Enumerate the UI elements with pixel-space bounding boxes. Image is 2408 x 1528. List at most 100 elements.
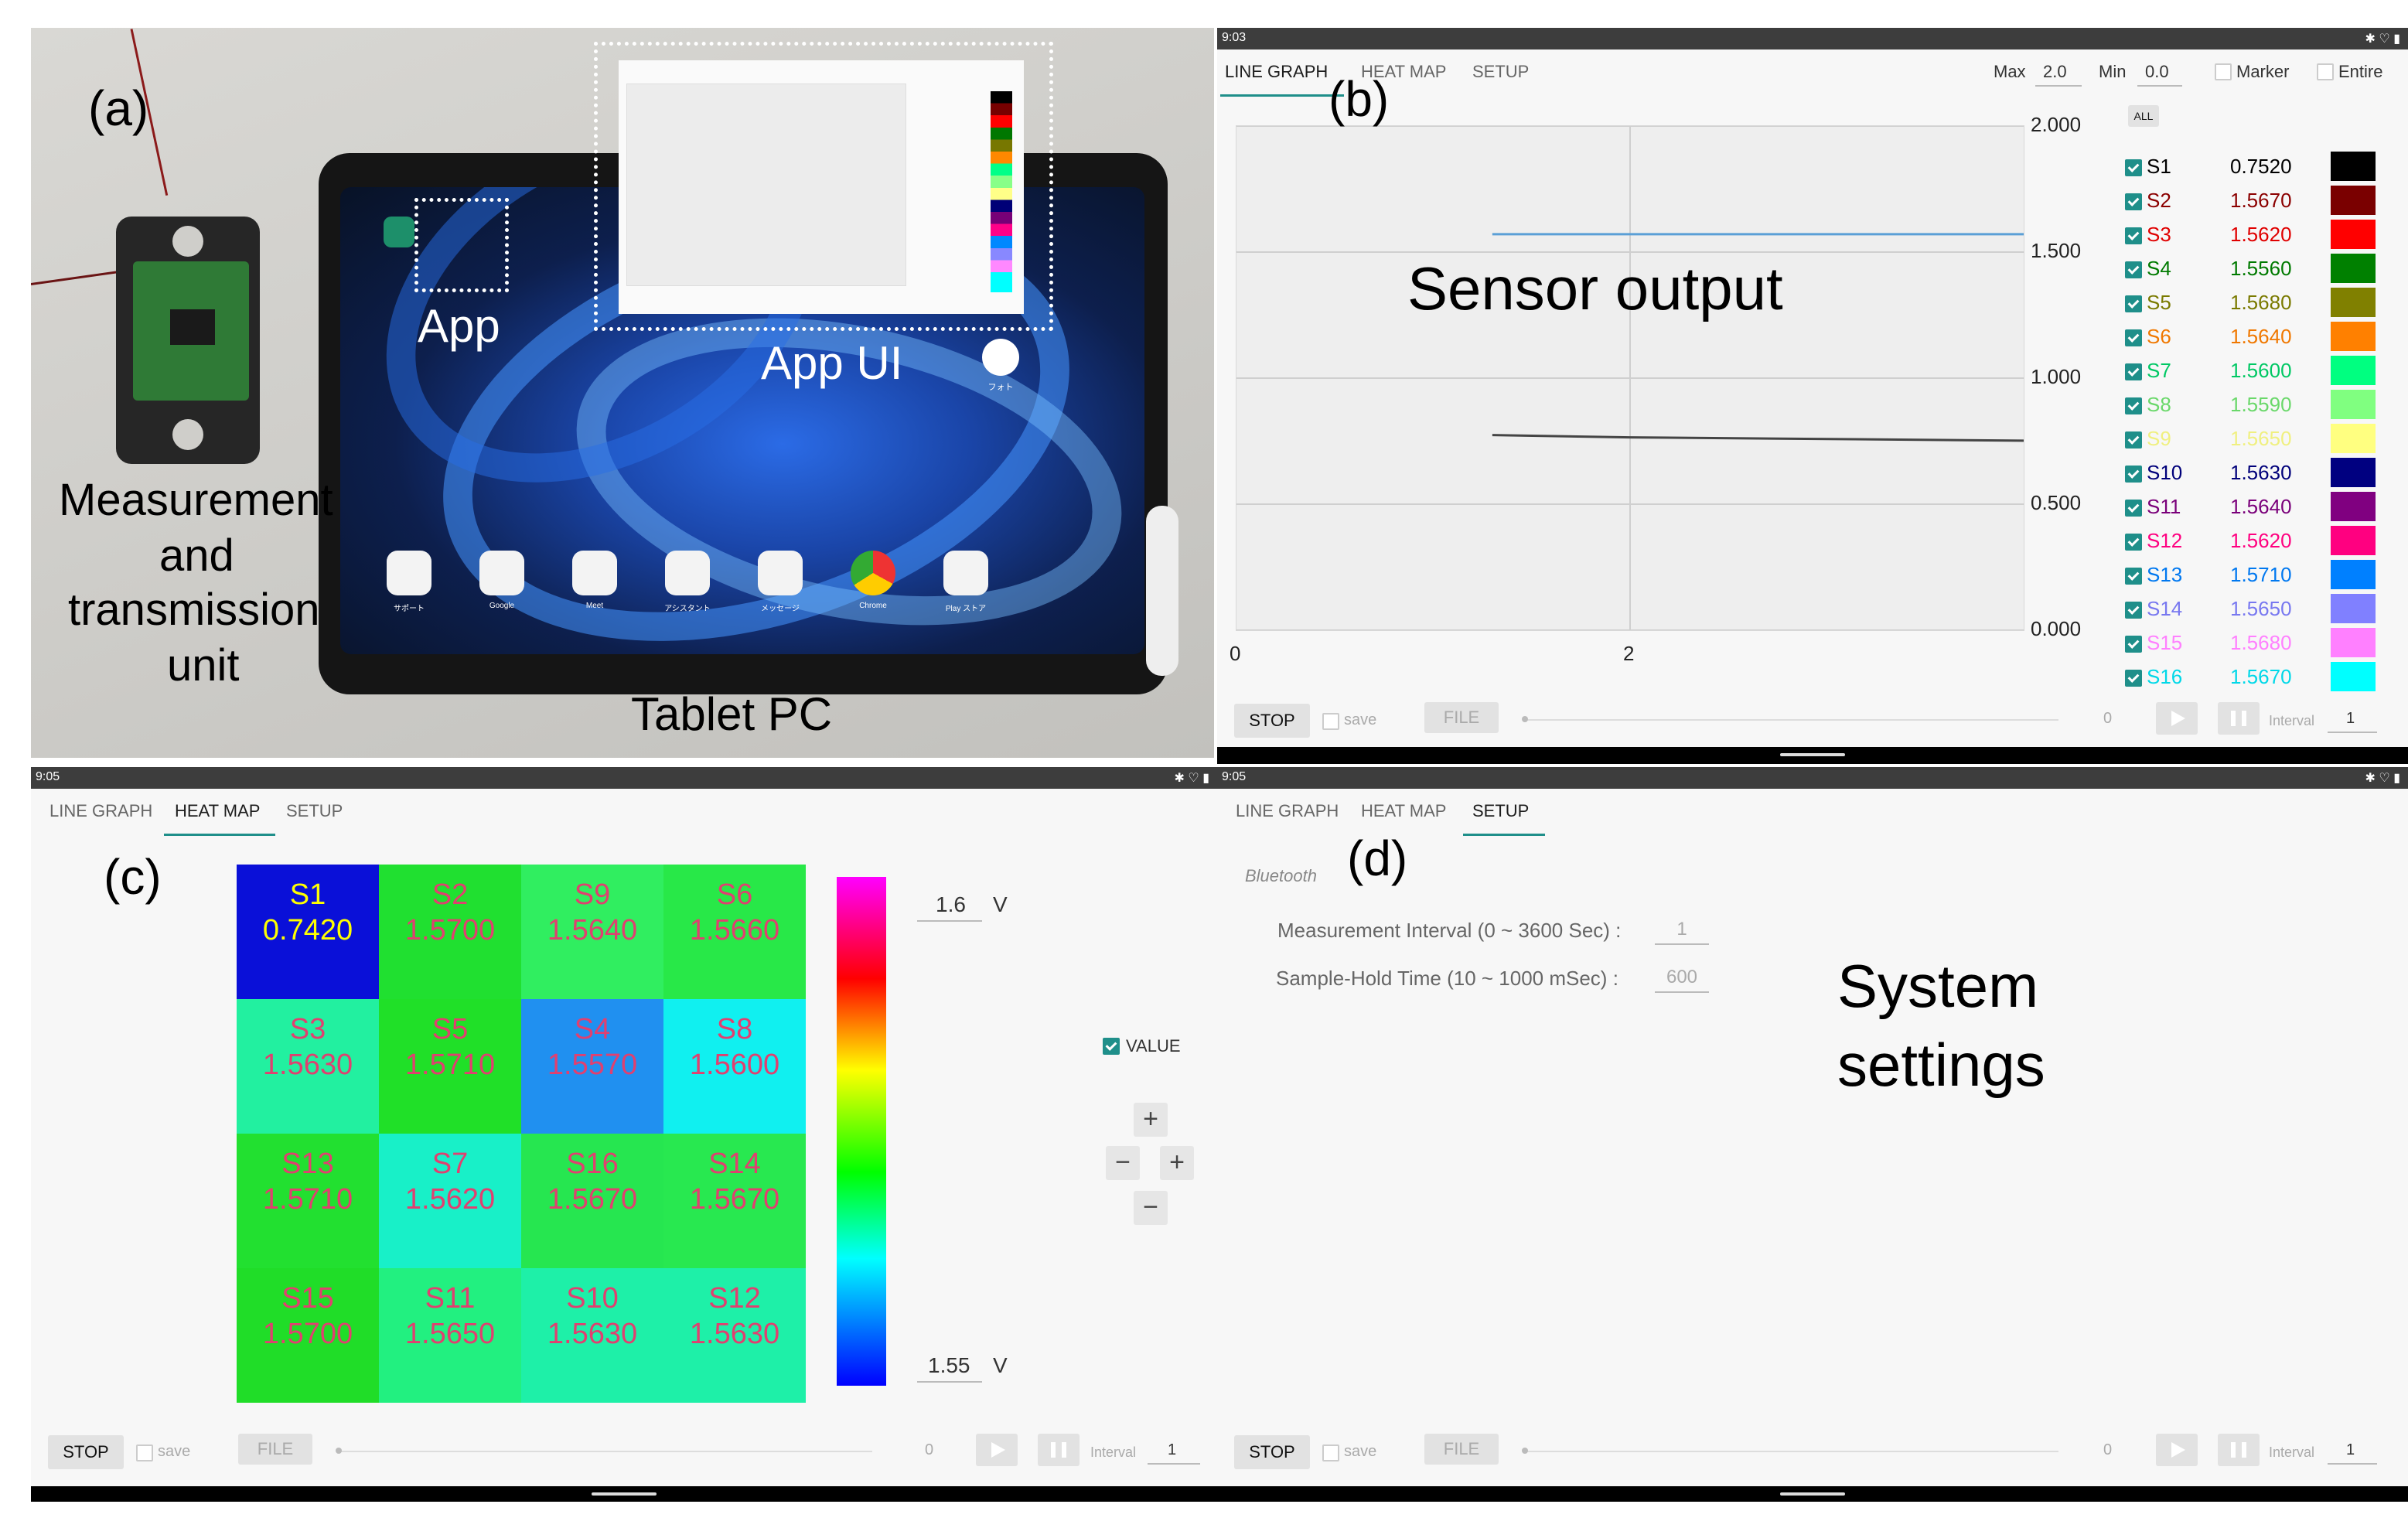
sample-hold-time-underline xyxy=(1655,991,1709,993)
stop-button[interactable]: STOP xyxy=(1234,704,1310,738)
tab-heat-map[interactable]: HEAT MAP xyxy=(1361,801,1447,820)
sensor-color-swatch xyxy=(2331,152,2376,181)
home-gesture-bar[interactable] xyxy=(1780,1492,1845,1496)
panel-label: (b) xyxy=(1328,71,1390,127)
sensor-checkbox[interactable] xyxy=(2125,363,2142,380)
heatmap-cell-name: S3 xyxy=(289,1013,326,1045)
sensor-checkbox[interactable] xyxy=(2125,397,2142,414)
heatmap-cell-name: S8 xyxy=(716,1013,753,1045)
app-launcher-icon[interactable] xyxy=(384,217,414,247)
progress-slider[interactable] xyxy=(1525,1451,2058,1452)
scale-minus-button[interactable]: − xyxy=(1106,1146,1140,1180)
photos-app-icon[interactable] xyxy=(982,339,1019,376)
sensor-checkbox[interactable] xyxy=(2125,261,2142,278)
stop-button[interactable]: STOP xyxy=(48,1435,124,1469)
bluetooth-label: Bluetooth xyxy=(1245,866,1317,885)
sensor-checkbox[interactable] xyxy=(2125,431,2142,449)
tab-setup[interactable]: SETUP xyxy=(286,801,343,820)
interval-input[interactable]: 1 xyxy=(1168,1441,1177,1458)
slider-thumb[interactable] xyxy=(1522,716,1528,722)
file-button[interactable]: FILE xyxy=(238,1434,312,1465)
play-store-app-icon[interactable] xyxy=(943,551,988,595)
sensor-checkbox[interactable] xyxy=(2125,227,2142,244)
file-button[interactable]: FILE xyxy=(1424,702,1499,733)
tab-setup[interactable]: SETUP xyxy=(1472,62,1530,81)
pause-button[interactable] xyxy=(2218,702,2260,735)
scale-min-input[interactable]: 1.55 xyxy=(928,1353,970,1377)
play-button[interactable] xyxy=(976,1434,1018,1466)
marker-checkbox[interactable] xyxy=(2215,63,2232,80)
sensor-checkbox[interactable] xyxy=(2125,568,2142,585)
assistant-app-icon[interactable] xyxy=(665,551,710,595)
min-input[interactable]: 0.0 xyxy=(2145,62,2169,81)
sensor-color-swatch xyxy=(2331,220,2376,249)
scale-max-input[interactable]: 1.6 xyxy=(936,892,966,916)
sensor-checkbox[interactable] xyxy=(2125,329,2142,346)
entire-label: Entire xyxy=(2338,62,2383,81)
tab-setup[interactable]: SETUP xyxy=(1472,801,1530,820)
messages-app-icon[interactable] xyxy=(758,551,803,595)
tab-heat-map[interactable]: HEAT MAP xyxy=(1361,62,1447,81)
sensor-checkbox[interactable] xyxy=(2125,159,2142,176)
sensor-checkbox[interactable] xyxy=(2125,295,2142,312)
sensor-checkbox[interactable] xyxy=(2125,670,2142,687)
select-all-button[interactable]: ALL xyxy=(2128,105,2159,127)
save-checkbox[interactable] xyxy=(1322,1444,1339,1461)
save-checkbox[interactable] xyxy=(1322,713,1339,730)
tab-heat-map[interactable]: HEAT MAP xyxy=(175,801,261,820)
measurement-interval-input[interactable]: 1 xyxy=(1676,919,1687,940)
scale-plus-button[interactable]: + xyxy=(1160,1146,1194,1180)
tab-line-graph[interactable]: LINE GRAPH xyxy=(1225,62,1328,81)
slider-thumb[interactable] xyxy=(1522,1448,1528,1454)
scale-min-minus-button[interactable]: − xyxy=(1134,1191,1168,1225)
sensor-color-swatch xyxy=(2331,458,2376,487)
tab-underline xyxy=(164,834,275,836)
sensor-checkbox[interactable] xyxy=(2125,466,2142,483)
play-button[interactable] xyxy=(2156,702,2198,735)
support-app-icon[interactable] xyxy=(387,551,431,595)
google-app-icon[interactable] xyxy=(479,551,524,595)
dock-label: Meet xyxy=(585,602,604,610)
pause-button[interactable] xyxy=(1038,1434,1080,1466)
meet-app-icon[interactable] xyxy=(572,551,617,595)
tab-line-graph[interactable]: LINE GRAPH xyxy=(1236,801,1339,820)
sensor-checkbox[interactable] xyxy=(2125,636,2142,653)
heatmap-cell-name: S9 xyxy=(574,878,611,911)
sensor-checkbox[interactable] xyxy=(2125,193,2142,210)
pause-button[interactable] xyxy=(2218,1434,2260,1466)
entire-checkbox[interactable] xyxy=(2317,63,2334,80)
home-gesture-bar[interactable] xyxy=(592,1492,657,1496)
save-checkbox[interactable] xyxy=(136,1444,153,1461)
sensor-checkbox[interactable] xyxy=(2125,500,2142,517)
status-bar: 9:05 ✱ ♡ ▮ xyxy=(31,767,1217,789)
stop-button[interactable]: STOP xyxy=(1234,1435,1310,1469)
interval-input[interactable]: 1 xyxy=(2346,1441,2355,1458)
scale-max-plus-button[interactable]: + xyxy=(1134,1103,1168,1137)
interval-input[interactable]: 1 xyxy=(2346,710,2355,727)
chrome-app-icon[interactable] xyxy=(851,551,895,595)
value-checkbox[interactable] xyxy=(1103,1038,1120,1055)
dock-label: Google xyxy=(489,602,515,610)
sensor-checkbox[interactable] xyxy=(2125,602,2142,619)
interval-label: Interval xyxy=(2269,1444,2315,1460)
dock-label: Chrome xyxy=(859,602,887,610)
pause-icon xyxy=(1062,1442,1066,1458)
file-button[interactable]: FILE xyxy=(1424,1434,1499,1465)
photos-app-label: フォト xyxy=(987,383,1014,392)
heatmap-cell-value: 1.5600 xyxy=(689,1049,780,1081)
progress-slider[interactable] xyxy=(1525,719,2058,721)
slider-thumb[interactable] xyxy=(336,1448,342,1454)
sample-hold-time-input[interactable]: 600 xyxy=(1666,967,1698,987)
home-gesture-bar[interactable] xyxy=(1780,753,1845,756)
tab-line-graph[interactable]: LINE GRAPH xyxy=(49,801,153,820)
sensor-checkbox[interactable] xyxy=(2125,534,2142,551)
max-input[interactable]: 2.0 xyxy=(2043,62,2067,81)
sensor-name: S8 xyxy=(2147,393,2171,416)
mount-hole xyxy=(172,419,203,450)
status-time: 9:05 xyxy=(1222,770,1247,783)
marker-label: Marker xyxy=(2236,62,2290,81)
line-chart-svg xyxy=(1236,126,2024,630)
progress-slider[interactable] xyxy=(339,1451,872,1452)
sensor-color-swatch xyxy=(2331,526,2376,555)
play-button[interactable] xyxy=(2156,1434,2198,1466)
